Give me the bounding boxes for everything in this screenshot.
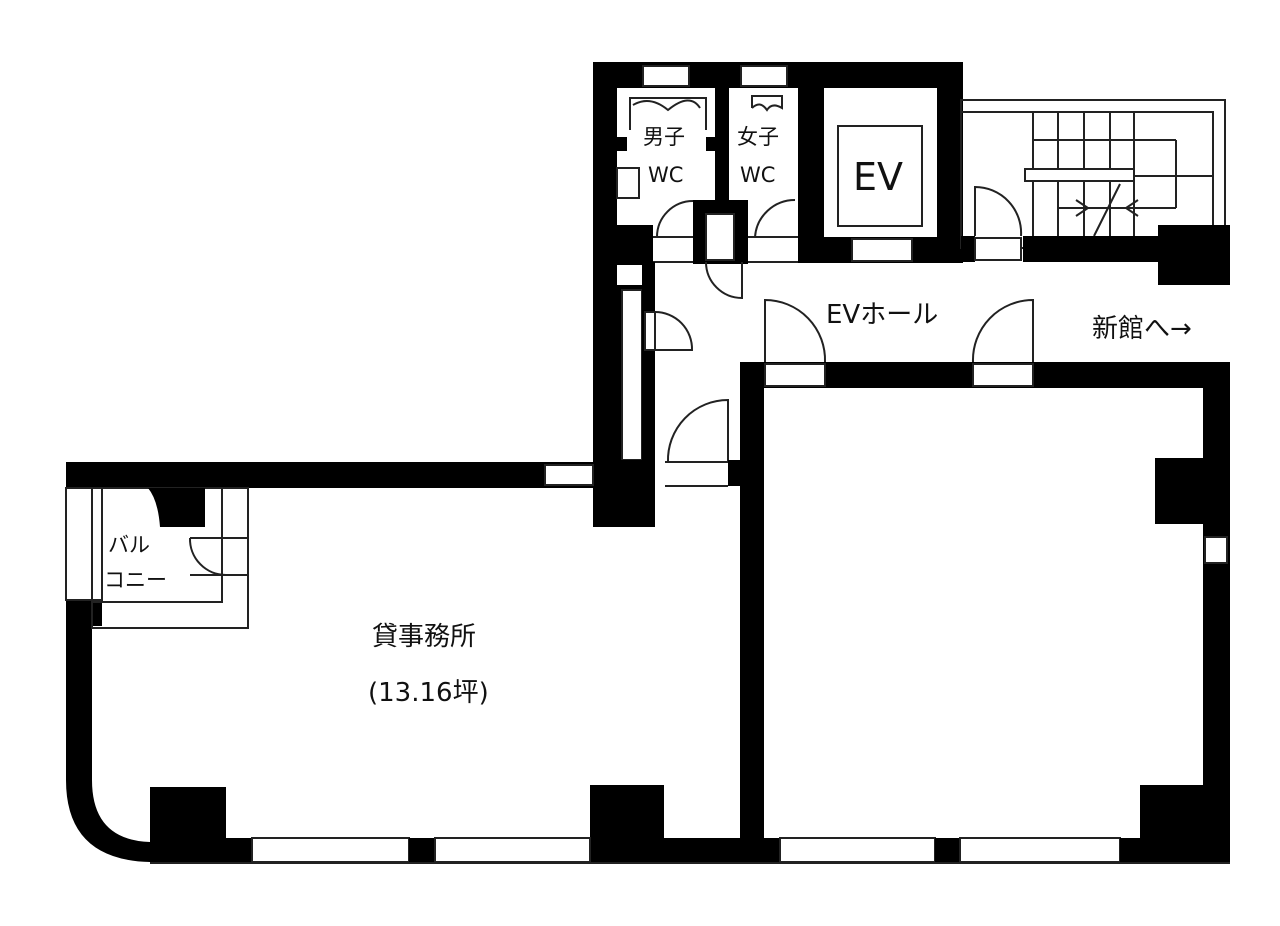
mens-wc-label-1: 男子: [643, 125, 685, 149]
core-block: [593, 62, 963, 527]
balcony-label-2: コニー: [104, 568, 167, 592]
office-area-label: (13.16坪): [368, 678, 489, 708]
womens-wc-label-1: 女子: [737, 125, 779, 149]
balcony-label-1: バル: [108, 533, 150, 557]
ev-hall: [593, 262, 1230, 842]
left-office: [65, 462, 1230, 864]
annex-direction-label: 新館へ→: [1092, 314, 1192, 344]
mens-wc-label-2: WC: [648, 163, 684, 187]
womens-wc-label-2: WC: [740, 163, 776, 187]
elevator-label: EV: [853, 155, 904, 199]
office-name-label: 貸事務所: [372, 622, 477, 652]
stairwell: [960, 99, 1230, 285]
ev-hall-label: EVホール: [826, 300, 939, 330]
right-office: [740, 362, 1230, 863]
